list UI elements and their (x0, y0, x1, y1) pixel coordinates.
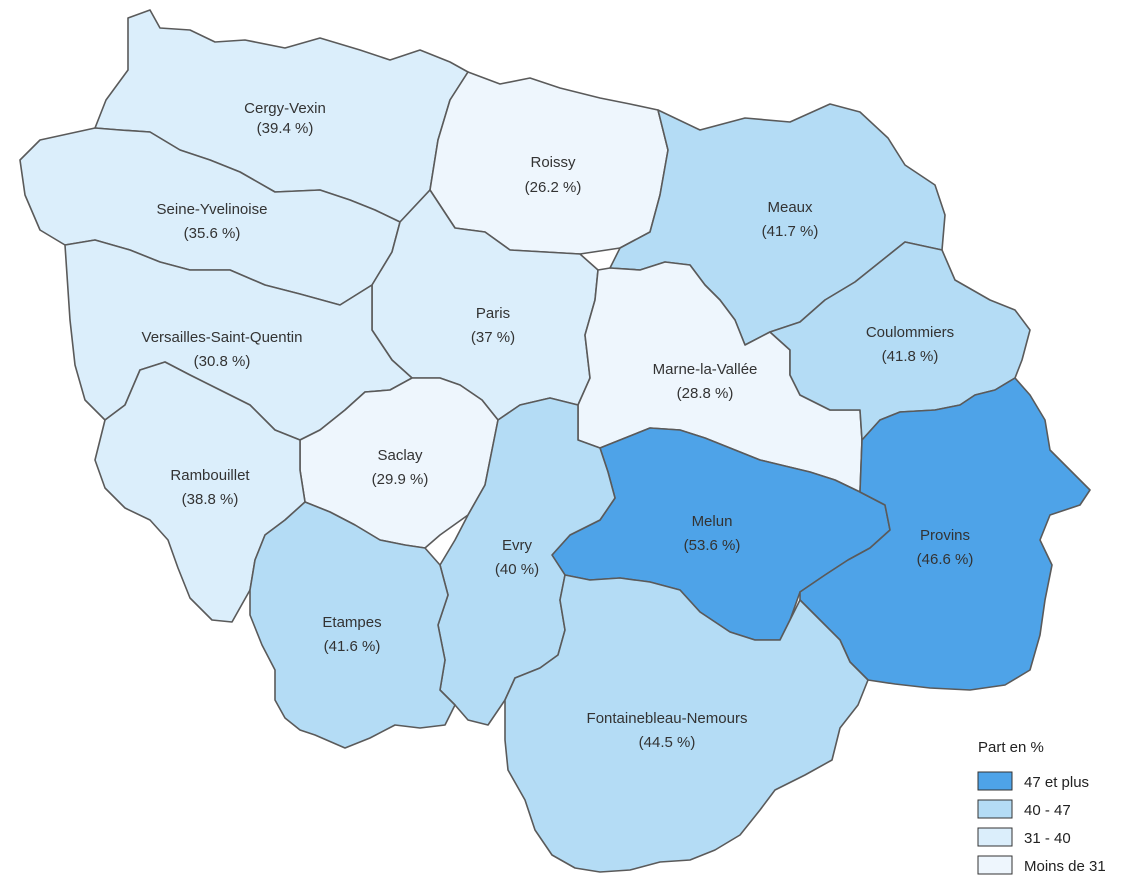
label-provins: Provins (920, 527, 970, 544)
legend-label-moins-31: Moins de 31 (1024, 858, 1106, 875)
region-etampes[interactable] (249, 501, 456, 749)
label-fontainebleau: Fontainebleau-Nemours (587, 710, 748, 727)
legend: Part en % 47 et plus 40 - 47 31 - 40 Moi… (977, 739, 1106, 875)
value-rambouillet: (38.8 %) (182, 491, 239, 508)
value-roissy: (26.2 %) (525, 179, 582, 196)
legend-title: Part en % (978, 739, 1044, 756)
value-cergy-vexin: (39.4 %) (257, 120, 314, 137)
value-paris: (37 %) (471, 329, 515, 346)
legend-swatch-moins-31 (977, 855, 1013, 875)
label-melun: Melun (692, 513, 733, 530)
region-provins[interactable] (799, 377, 1091, 691)
label-cergy-vexin: Cergy-Vexin (244, 100, 326, 117)
value-evry: (40 %) (495, 561, 539, 578)
label-saclay: Saclay (377, 447, 423, 464)
legend-swatch-47-plus (977, 771, 1013, 791)
legend-label-47-plus: 47 et plus (1024, 774, 1089, 791)
value-fontainebleau: (44.5 %) (639, 734, 696, 751)
value-saclay: (29.9 %) (372, 471, 429, 488)
label-paris: Paris (476, 305, 510, 322)
label-marne-la-vallee: Marne-la-Vallée (653, 361, 758, 378)
legend-swatch-31-40 (977, 827, 1013, 847)
label-coulommiers: Coulommiers (866, 324, 954, 341)
label-roissy: Roissy (530, 154, 576, 171)
region-labels: Cergy-Vexin (39.4 %) Roissy (26.2 %) Sei… (142, 100, 974, 751)
legend-swatch-40-47 (977, 799, 1013, 819)
value-etampes: (41.6 %) (324, 638, 381, 655)
value-seine-yvelinoise: (35.6 %) (184, 225, 241, 242)
value-coulommiers: (41.8 %) (882, 348, 939, 365)
value-melun: (53.6 %) (684, 537, 741, 554)
label-versailles: Versailles-Saint-Quentin (142, 329, 303, 346)
label-rambouillet: Rambouillet (170, 467, 250, 484)
label-etampes: Etampes (322, 614, 381, 631)
region-fontainebleau[interactable] (504, 574, 869, 873)
value-versailles: (30.8 %) (194, 353, 251, 370)
value-marne-la-vallee: (28.8 %) (677, 385, 734, 402)
value-provins: (46.6 %) (917, 551, 974, 568)
legend-label-31-40: 31 - 40 (1024, 830, 1071, 847)
legend-label-40-47: 40 - 47 (1024, 802, 1071, 819)
label-meaux: Meaux (767, 199, 813, 216)
value-meaux: (41.7 %) (762, 223, 819, 240)
label-evry: Evry (502, 537, 533, 554)
label-seine-yvelinoise: Seine-Yvelinoise (157, 201, 268, 218)
